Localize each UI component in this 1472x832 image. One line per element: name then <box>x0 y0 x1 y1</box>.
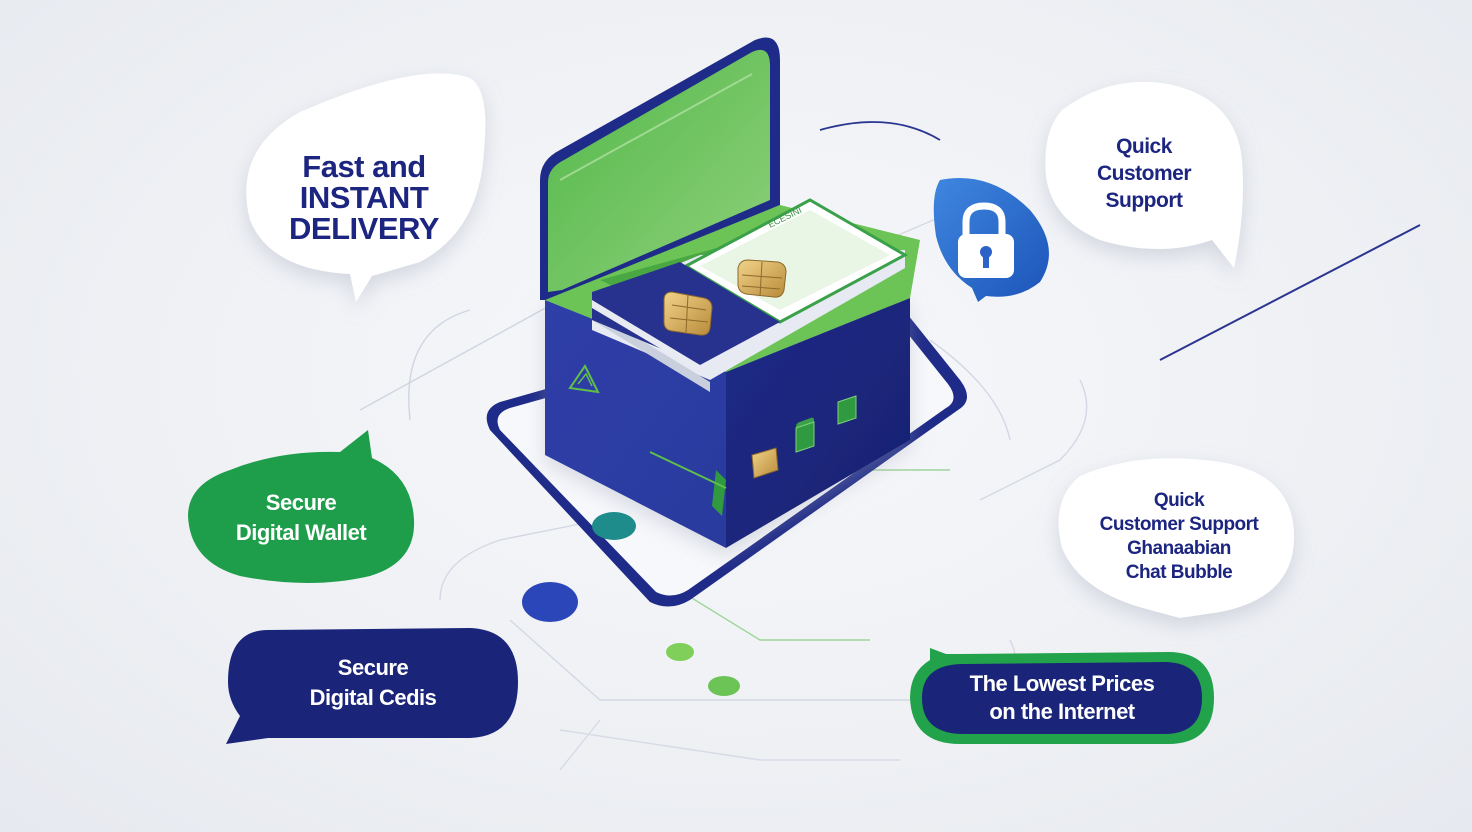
quick-support-top-line-2: Customer <box>1096 161 1192 185</box>
lock-icon <box>958 202 1014 278</box>
card-stack: ECESINI <box>592 198 909 392</box>
secure-cedis-line-1: Secure <box>337 655 409 680</box>
lowest-prices-pill: The Lowest Prices on the Internet <box>912 652 1212 744</box>
lowest-prices-line-2: on the Internet <box>989 699 1135 724</box>
fast-delivery-line-2: INSTANT <box>299 179 429 215</box>
secure-wallet-line-2: Digital Wallet <box>235 520 367 545</box>
quick-support-top-bubble: Quick Customer Support <box>1046 98 1242 248</box>
fast-delivery-line-1: Fast and <box>302 148 426 184</box>
box-details <box>649 395 857 516</box>
triangle-logo-icon <box>568 364 600 394</box>
quick-support-top-line-3: Support <box>1105 188 1183 212</box>
sim-chip-icon <box>663 259 787 479</box>
quick-support-bottom-line-2: Customer Support <box>1099 514 1259 535</box>
quick-support-bottom-bubble: Quick Customer Support Ghanaabian Chat B… <box>1064 462 1294 612</box>
quick-support-bottom-line-1: Quick <box>1153 490 1205 511</box>
fast-delivery-line-3: DELIVERY <box>289 210 439 246</box>
bubble-shapes <box>188 73 1295 744</box>
secure-wallet-line-1: Secure <box>265 490 337 515</box>
secure-cedis-line-2: Digital Cedis <box>309 685 437 710</box>
fast-delivery-bubble: Fast and INSTANT DELIVERY <box>238 112 490 282</box>
decorative-dots <box>522 512 740 696</box>
lowest-prices-line-1: The Lowest Prices <box>969 671 1155 696</box>
quick-support-top-line-1: Quick <box>1116 134 1172 158</box>
quick-support-bottom-line-3: Ghanaabian <box>1127 538 1231 559</box>
secure-cedis-bubble: Secure Digital Cedis <box>228 627 518 739</box>
secure-wallet-bubble: Secure Digital Wallet <box>190 456 412 580</box>
quick-support-bottom-line-4: Chat Bubble <box>1125 562 1233 583</box>
